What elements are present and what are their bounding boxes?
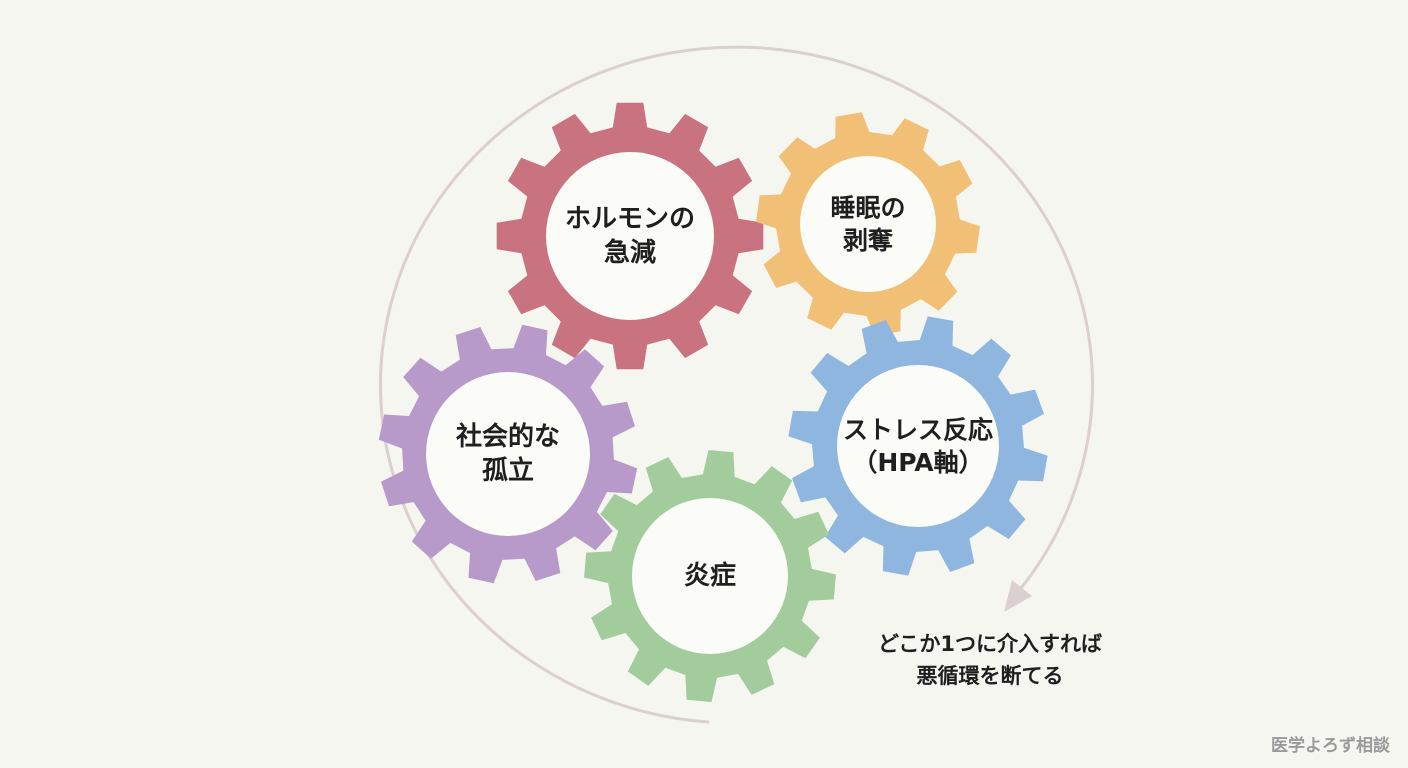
gear-isolation-label: 社会的な — [456, 421, 560, 452]
gear-isolation-center — [426, 372, 590, 536]
gear-stress-center — [837, 365, 999, 527]
gear-stress: ストレス反応 （HPA軸） — [788, 316, 1048, 576]
gear-sleep-label: 睡眠の — [830, 193, 905, 222]
gear-inflammation-label: 炎症 — [684, 560, 736, 591]
gear-stress-label: （HPA軸） — [852, 448, 983, 477]
gear-hormone-label: 急減 — [604, 238, 656, 268]
gear-hormone-center — [546, 152, 714, 320]
intervention-note: どこか1つに介入すれば 悪循環を断てる — [830, 628, 1150, 692]
cycle-arrow-head — [1004, 580, 1032, 612]
gear-sleep-center — [800, 156, 936, 292]
gear-isolation-label: 孤立 — [482, 455, 534, 486]
cycle-arrow-arc — [379, 45, 1095, 724]
gear-inflammation-center — [632, 498, 788, 654]
intervention-note-line-1: どこか1つに介入すれば — [878, 632, 1102, 656]
gear-sleep-label: 剥奪 — [843, 226, 894, 255]
gear-hormone-label: ホルモンの — [565, 204, 695, 234]
gear-inflammation: 炎症 — [584, 450, 836, 702]
intervention-note-line-2: 悪循環を断てる — [916, 664, 1064, 688]
cycle-arrow — [379, 45, 1095, 724]
watermark-logo: 医学よろず相談 — [1271, 736, 1390, 756]
gear-stress-label: ストレス反応 — [843, 415, 993, 444]
